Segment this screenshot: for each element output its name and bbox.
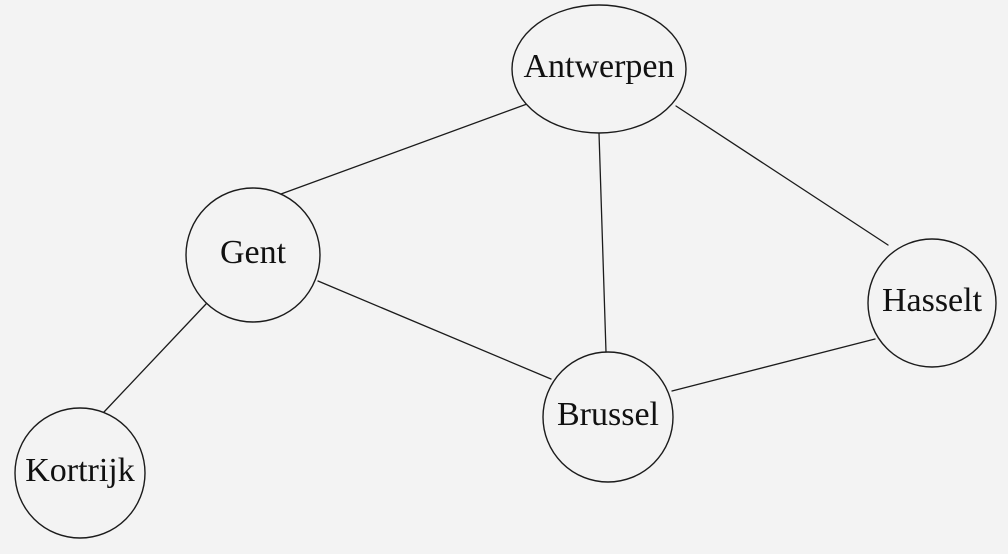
node-hasselt[interactable]: Hasselt bbox=[867, 238, 997, 368]
node-kortrijk-label: Kortrijk bbox=[25, 452, 135, 489]
node-brussel[interactable]: Brussel bbox=[542, 351, 674, 483]
node-antwerpen-shape[interactable] bbox=[511, 4, 687, 134]
node-hasselt-label: Hasselt bbox=[882, 282, 983, 319]
edge-gent-brussel bbox=[317, 280, 552, 380]
edge-layer bbox=[103, 103, 889, 413]
node-kortrijk[interactable]: Kortrijk bbox=[14, 407, 146, 539]
node-antwerpen-label: Antwerpen bbox=[523, 48, 674, 85]
node-kortrijk-shape[interactable] bbox=[14, 407, 146, 539]
node-brussel-shape[interactable] bbox=[542, 351, 674, 483]
node-hasselt-shape[interactable] bbox=[867, 238, 997, 368]
node-gent[interactable]: Gent bbox=[185, 187, 321, 323]
node-gent-label: Gent bbox=[220, 234, 287, 271]
edge-antwerpen-brussel bbox=[598, 132, 607, 353]
node-layer: Antwerpen Gent Brussel Hasselt Kortrijk bbox=[14, 4, 997, 539]
edge-gent-kortrijk bbox=[103, 303, 207, 413]
node-brussel-label: Brussel bbox=[557, 396, 659, 433]
edge-brussel-hasselt bbox=[671, 338, 876, 392]
edge-gent-antwerpen bbox=[280, 103, 528, 195]
node-gent-shape[interactable] bbox=[185, 187, 321, 323]
edge-antwerpen-hasselt bbox=[675, 105, 889, 246]
node-antwerpen[interactable]: Antwerpen bbox=[511, 4, 687, 134]
